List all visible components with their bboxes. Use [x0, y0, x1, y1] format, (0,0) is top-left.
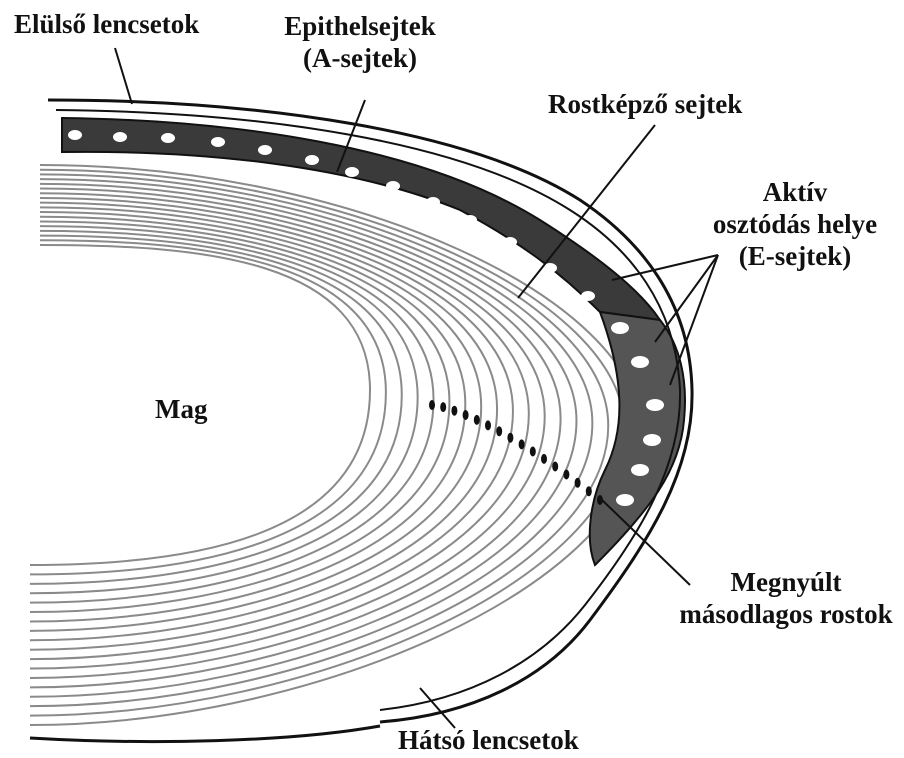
- cell-nucleus: [68, 130, 82, 140]
- elongated-fiber-dot: [563, 470, 569, 480]
- cell-nucleus: [463, 215, 477, 225]
- elongated-fiber-dot: [496, 426, 502, 436]
- label-posterior-capsule: Hátsó lencsetok: [398, 724, 579, 756]
- leader-posterior-capsule: [420, 688, 455, 728]
- elongated-fiber-dot: [552, 462, 558, 472]
- cell-nucleus: [631, 356, 649, 368]
- cell-nucleus: [386, 181, 400, 191]
- label-elongated-fibers: Megnyúlt másodlagos rostok: [676, 566, 896, 630]
- elongated-fiber-dot: [541, 454, 547, 464]
- cell-nucleus: [611, 322, 629, 334]
- label-epithelial-cells-line2: (A-sejtek): [270, 42, 450, 74]
- label-fiber-forming-cells: Rostképző sejtek: [548, 88, 742, 120]
- elongated-fiber-dot: [451, 406, 457, 416]
- cell-nucleus: [646, 399, 664, 411]
- cell-nucleus: [345, 167, 359, 177]
- posterior-capsule-line: [30, 726, 380, 742]
- lens-fiber-line: [30, 240, 386, 574]
- elongated-fiber-dot: [429, 400, 435, 410]
- label-active-division-line1: Aktív: [700, 176, 890, 208]
- cell-nucleus: [643, 434, 661, 446]
- cell-nucleus: [161, 133, 175, 143]
- label-active-division-line2: osztódás helye: [700, 208, 890, 240]
- leader-active-division-3: [670, 255, 718, 385]
- cell-nucleus: [113, 132, 127, 142]
- cell-nucleus: [581, 291, 595, 301]
- label-elongated-fibers-line1: Megnyúlt: [676, 566, 896, 598]
- label-anterior-capsule: Elülső lencsetok: [14, 8, 199, 40]
- active-division-zone: [590, 312, 685, 565]
- elongated-fiber-dot: [575, 478, 581, 488]
- elongated-fiber-dot: [507, 433, 513, 443]
- label-elongated-fibers-line2: másodlagos rostok: [676, 598, 896, 630]
- lens-fiber-line: [30, 193, 545, 668]
- cell-nucleus: [503, 237, 517, 247]
- lens-fiber-line: [30, 189, 561, 678]
- elongated-fiber-dot: [440, 402, 446, 412]
- label-epithelial-cells: Epithelsejtek (A-sejtek): [270, 10, 450, 74]
- leader-anterior-capsule: [115, 48, 132, 104]
- cell-nucleus: [211, 137, 225, 147]
- label-nucleus: Mag: [155, 393, 207, 425]
- lens-fiber-line: [30, 236, 402, 584]
- elongated-fiber-dot: [485, 420, 491, 430]
- elongated-fiber-dot: [463, 410, 469, 420]
- label-active-division: Aktív osztódás helye (E-sejtek): [700, 176, 890, 272]
- epithelium-band: [62, 118, 660, 320]
- elongated-fiber-dot: [519, 439, 525, 449]
- cell-nucleus: [426, 197, 440, 207]
- cell-nucleus: [631, 464, 649, 476]
- cell-nucleus: [305, 155, 319, 165]
- elongated-fiber-dot: [586, 486, 592, 496]
- label-epithelial-cells-line1: Epithelsejtek: [270, 10, 450, 42]
- elongated-fiber-dot: [474, 415, 480, 425]
- label-active-division-line3: (E-sejtek): [700, 240, 890, 272]
- cell-nucleus: [616, 494, 634, 506]
- cell-nucleus: [258, 145, 272, 155]
- lens-fiber-line: [30, 226, 434, 602]
- elongated-fiber-dot: [530, 447, 536, 457]
